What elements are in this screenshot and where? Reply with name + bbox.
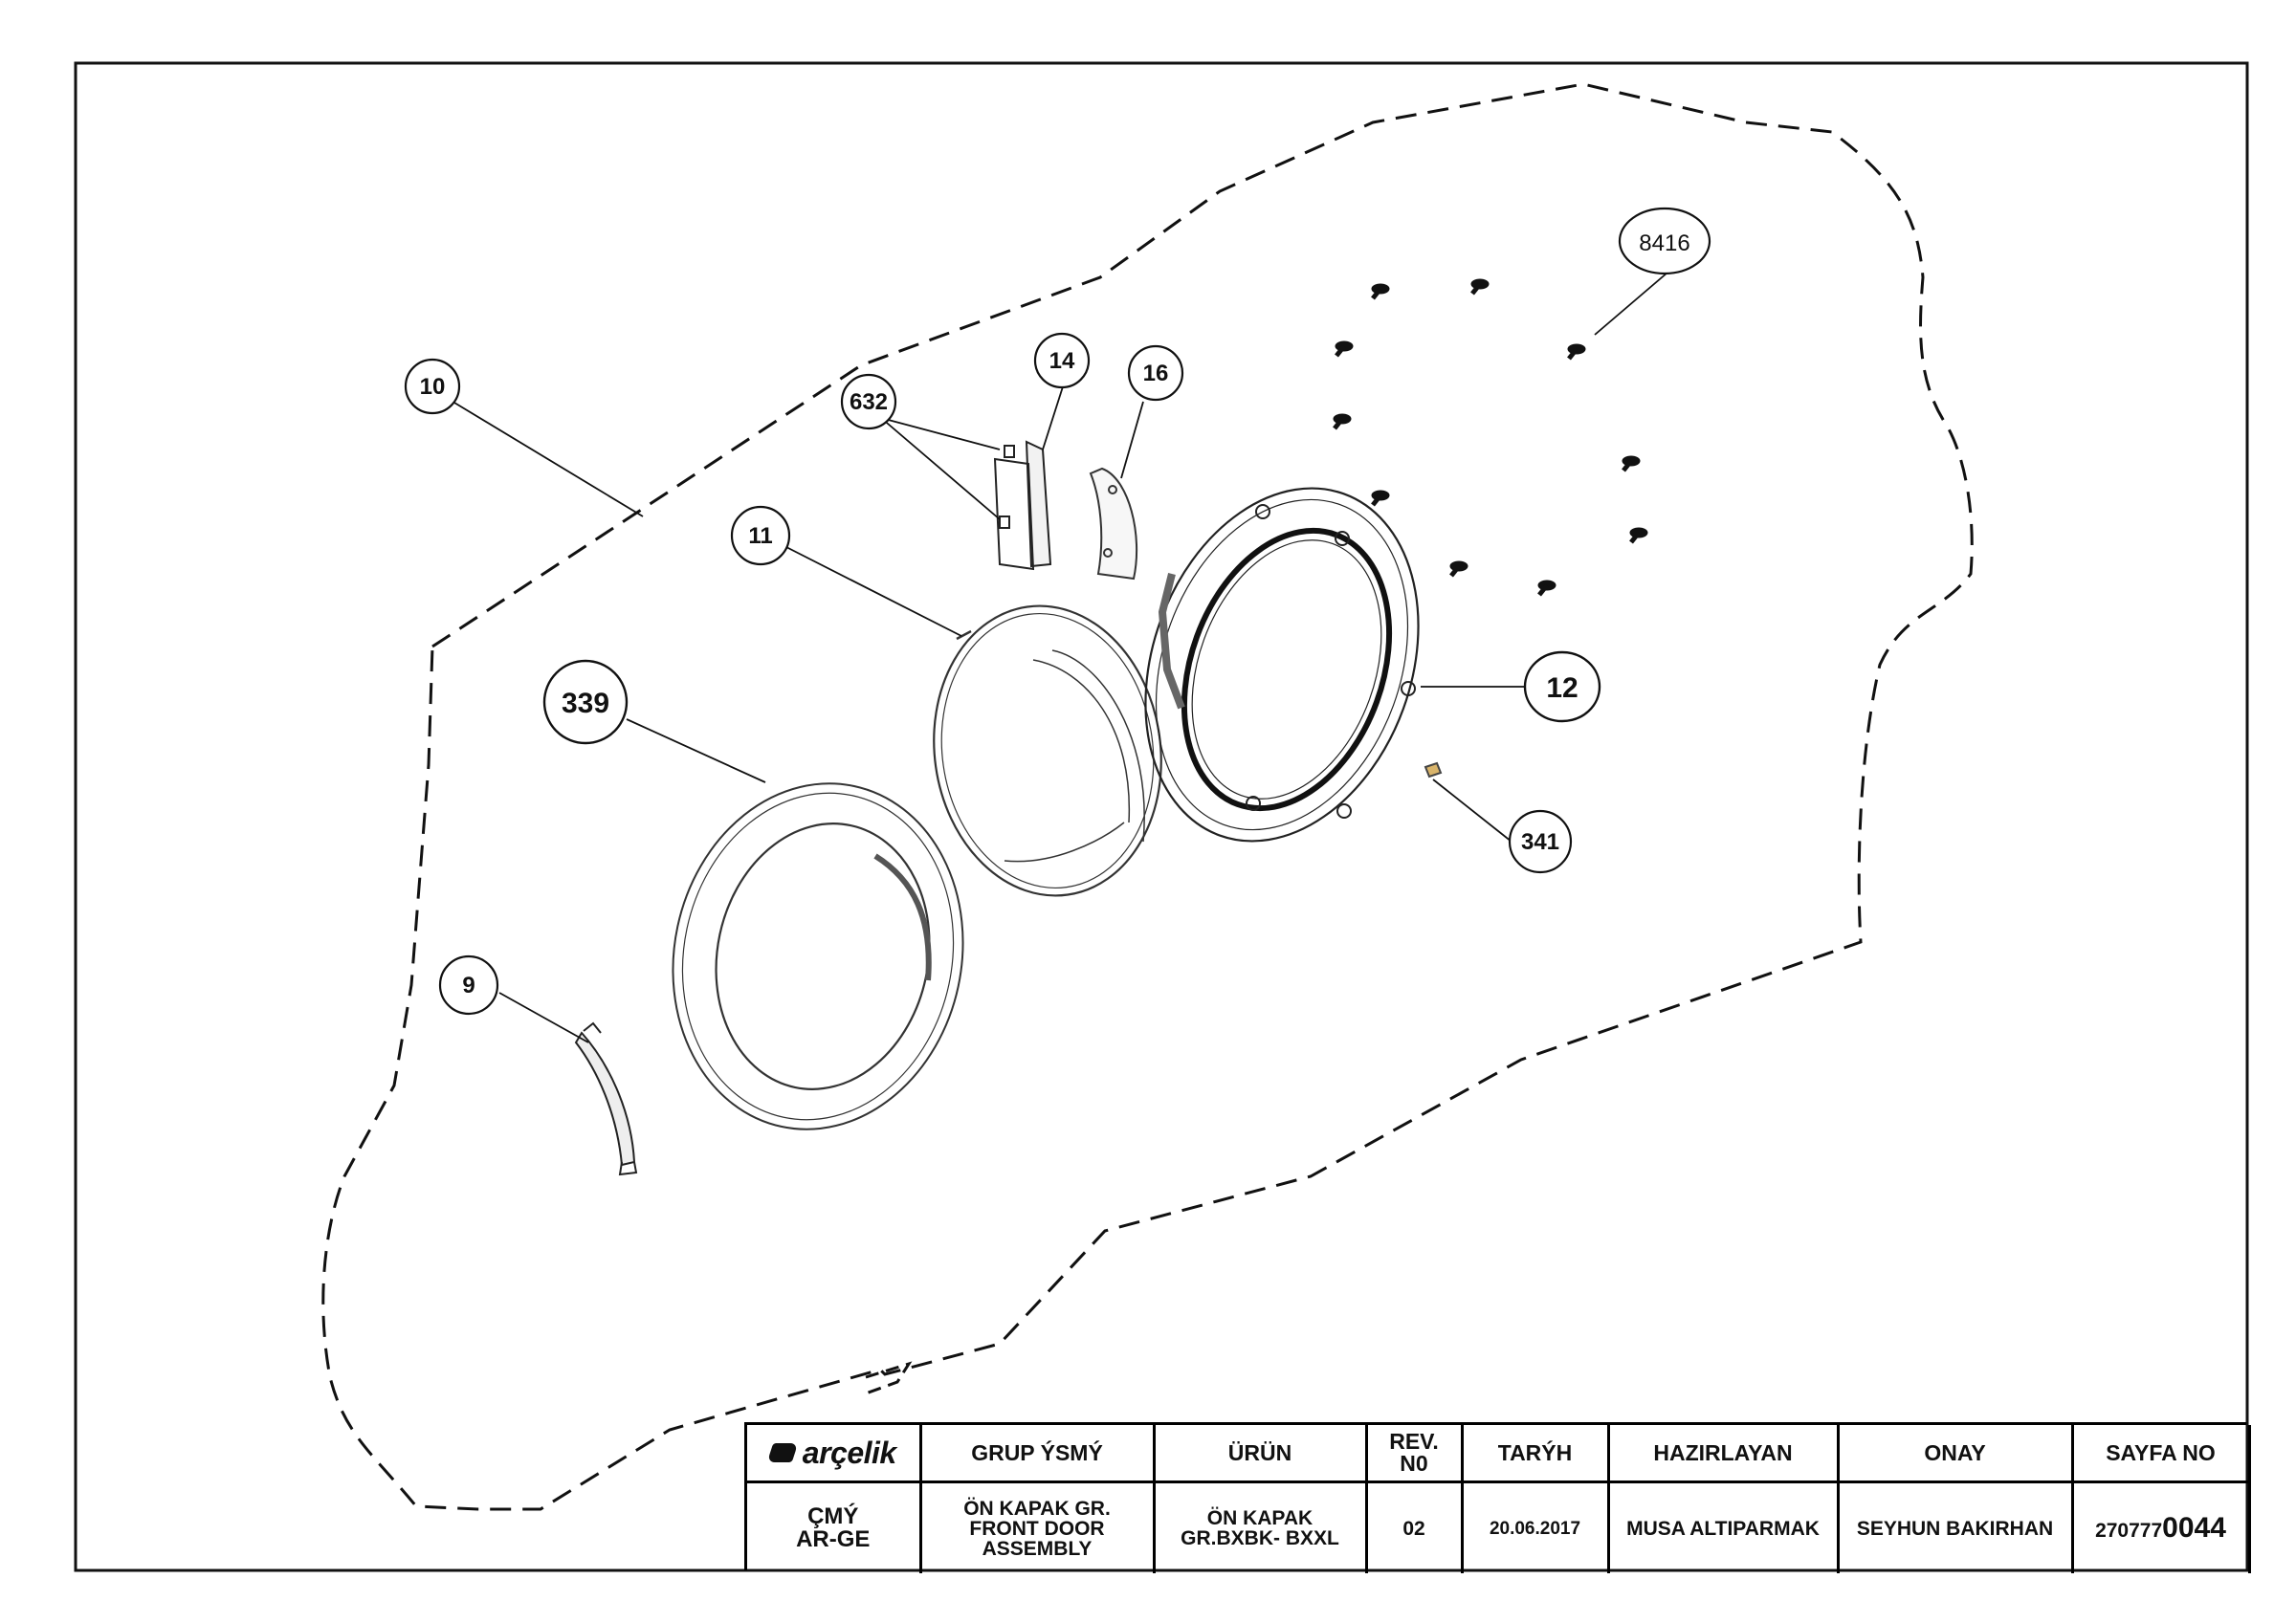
value-page-suffix: 0044: [2162, 1512, 2226, 1544]
header-product: ÜRÜN: [1154, 1425, 1368, 1483]
callout-12: 12: [1523, 650, 1601, 723]
value-rev: 02: [1366, 1481, 1464, 1573]
value-group-line3: ASSEMBLY: [982, 1537, 1093, 1560]
callout-8416: 8416: [1618, 207, 1711, 275]
part-handle-9: [574, 1021, 638, 1176]
arcelik-logo: arçelik: [751, 1437, 916, 1468]
value-page-prefix: 270777: [2095, 1520, 2163, 1542]
svg-text:12: 12: [1546, 672, 1578, 704]
logo-cell: arçelik: [747, 1425, 922, 1483]
svg-text:339: 339: [562, 688, 609, 719]
callout-11: 11: [730, 505, 791, 566]
header-page-no: SAYFA NO: [2072, 1425, 2251, 1483]
value-prepared-by: MUSA ALTIPARMAK: [1608, 1481, 1840, 1573]
svg-text:16: 16: [1143, 361, 1169, 386]
svg-text:8416: 8416: [1639, 230, 1689, 256]
header-rev-line2: N0: [1400, 1451, 1428, 1476]
value-dept-line2: AR-GE: [796, 1526, 871, 1552]
callout-339: 339: [542, 659, 629, 745]
header-group-name: GRUP ÝSMÝ: [920, 1425, 1156, 1483]
svg-text:11: 11: [748, 523, 772, 549]
value-product-line1: ÖN KAPAK: [1206, 1507, 1314, 1529]
part-hinge-cover-16: [1089, 467, 1137, 581]
callout-16: 16: [1127, 344, 1184, 402]
screw: [1537, 580, 1556, 597]
value-product: ÖN KAPAK GR.BXBK- BXXL: [1154, 1481, 1368, 1573]
part-inner-ring-12: [1144, 487, 1420, 843]
boundary-kink: [865, 1361, 913, 1395]
logo-mark-icon: [766, 1443, 799, 1462]
svg-text:632: 632: [850, 389, 888, 415]
value-approved-by: SEYHUN BAKIRHAN: [1838, 1481, 2074, 1573]
screw: [1629, 527, 1648, 544]
svg-text:10: 10: [420, 374, 446, 400]
title-block: arçelik GRUP ÝSMÝ ÜRÜN REV. N0 TARÝH HAZ…: [744, 1422, 2251, 1573]
header-rev: REV. N0: [1366, 1425, 1464, 1483]
screw: [1333, 413, 1352, 430]
assembly-boundary: [321, 82, 1974, 1511]
screw: [1335, 340, 1354, 358]
screw: [1371, 490, 1390, 507]
screw: [1449, 560, 1468, 578]
part-door-frame-339: [672, 782, 964, 1130]
svg-text:341: 341: [1521, 829, 1559, 855]
value-page-no: 2707770044: [2072, 1481, 2251, 1573]
value-dept-line1: ÇMÝ: [807, 1503, 859, 1529]
callout-10: 10: [404, 358, 461, 415]
screw: [1371, 283, 1390, 300]
screw: [1470, 278, 1490, 296]
value-dept: ÇMÝ AR-GE: [747, 1481, 922, 1573]
header-date: TARÝH: [1462, 1425, 1610, 1483]
screw: [1622, 455, 1641, 472]
value-group-line1: ÖN KAPAK GR.: [963, 1497, 1111, 1520]
value-group: ÖN KAPAK GR. FRONT DOOR ASSEMBLY: [920, 1481, 1156, 1573]
part-hinge-14: [993, 440, 1052, 571]
value-group-line2: FRONT DOOR: [969, 1517, 1105, 1540]
part-door-glass-11: [933, 604, 1162, 897]
header-approved-by: ONAY: [1838, 1425, 2074, 1483]
title-block-table: arçelik GRUP ÝSMÝ ÜRÜN REV. N0 TARÝH HAZ…: [747, 1425, 2251, 1573]
header-rev-line1: REV.: [1389, 1429, 1439, 1454]
screw: [1567, 343, 1586, 361]
logo-text: arçelik: [802, 1436, 896, 1470]
svg-text:14: 14: [1049, 348, 1075, 374]
callout-632: 632: [840, 373, 897, 430]
value-date: 20.06.2017: [1462, 1481, 1610, 1573]
part-screw-341: [1424, 761, 1443, 779]
leader-lines: [449, 272, 1668, 1043]
part-screws-8416: [1333, 278, 1648, 597]
callout-9: 9: [438, 954, 499, 1016]
value-product-line2: GR.BXBK- BXXL: [1181, 1527, 1339, 1549]
callout-341: 341: [1508, 809, 1573, 874]
svg-text:9: 9: [462, 973, 475, 998]
header-prepared-by: HAZIRLAYAN: [1608, 1425, 1840, 1483]
callout-14: 14: [1033, 332, 1091, 389]
